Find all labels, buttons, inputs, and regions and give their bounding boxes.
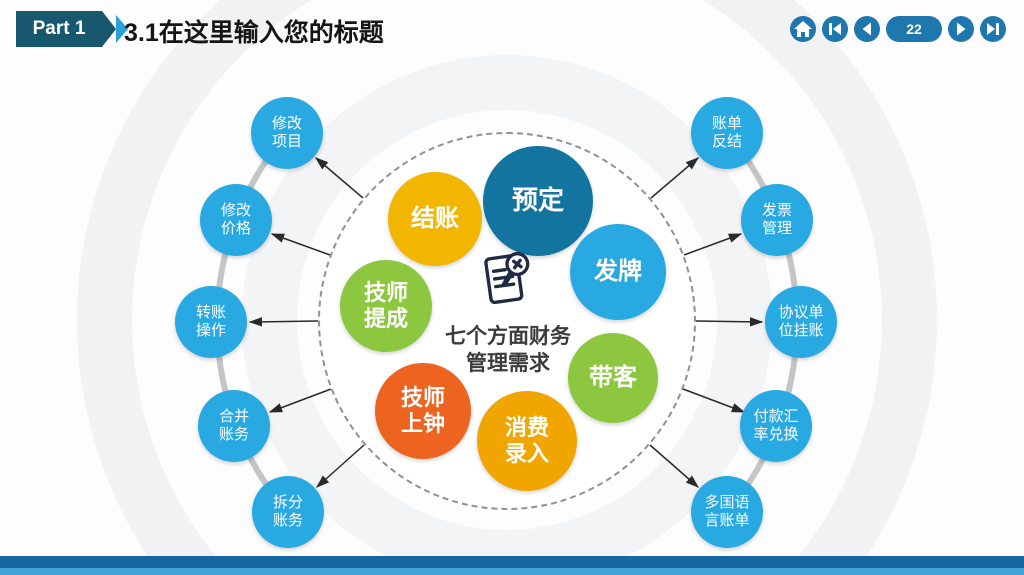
circle-bill-reverse-settle: 账单 反结: [691, 97, 763, 169]
slide-title: 3.1在这里输入您的标题: [124, 19, 384, 47]
next-button[interactable]: [948, 16, 974, 42]
circle-booking: 预定: [483, 146, 593, 256]
circle-merge-accounts: 合并 账务: [198, 390, 270, 462]
circle-payment-exchange-rate: 付款汇 率兑换: [740, 390, 812, 462]
next-icon: [957, 22, 966, 36]
skip-end-icon: [987, 23, 999, 35]
footer-bar-light: [0, 568, 1024, 575]
circle-agreement-unit-credit: 协议单 位挂账: [765, 286, 837, 358]
circle-bring-customer: 带客: [568, 333, 658, 423]
part-badge: Part 1: [16, 11, 128, 47]
circle-issue-card: 发牌: [570, 224, 666, 320]
document-search-icon: [484, 252, 530, 305]
circle-settle-account: 结账: [388, 172, 482, 266]
circle-modify-price: 修改 价格: [200, 184, 272, 256]
home-button[interactable]: [790, 16, 816, 42]
hub-caption: 七个方面财务 管理需求: [445, 325, 571, 376]
skip-start-icon: [829, 23, 841, 35]
part-badge-label: Part 1: [32, 18, 86, 39]
circle-modify-project: 修改 项目: [251, 97, 323, 169]
footer-bar-dark: [0, 556, 1024, 568]
circle-invoice-management: 发票 管理: [741, 184, 813, 256]
skip-start-button[interactable]: [822, 16, 848, 42]
prev-button[interactable]: [854, 16, 880, 42]
circle-technician-clock-in: 技师 上钟: [375, 363, 471, 459]
page-number-pill[interactable]: 22: [886, 16, 942, 42]
circle-transfer-operation: 转账 操作: [175, 286, 247, 358]
home-icon: [794, 21, 812, 37]
prev-icon: [862, 22, 871, 36]
circle-split-accounts: 拆分 账务: [252, 476, 324, 548]
skip-end-button[interactable]: [980, 16, 1006, 42]
slide-nav-controls: 22: [790, 16, 1006, 42]
circle-technician-commission: 技师 提成: [340, 260, 432, 352]
circle-consumption-entry: 消费 录入: [477, 391, 577, 491]
circle-multilingual-bill: 多国语 言账单: [691, 476, 763, 548]
